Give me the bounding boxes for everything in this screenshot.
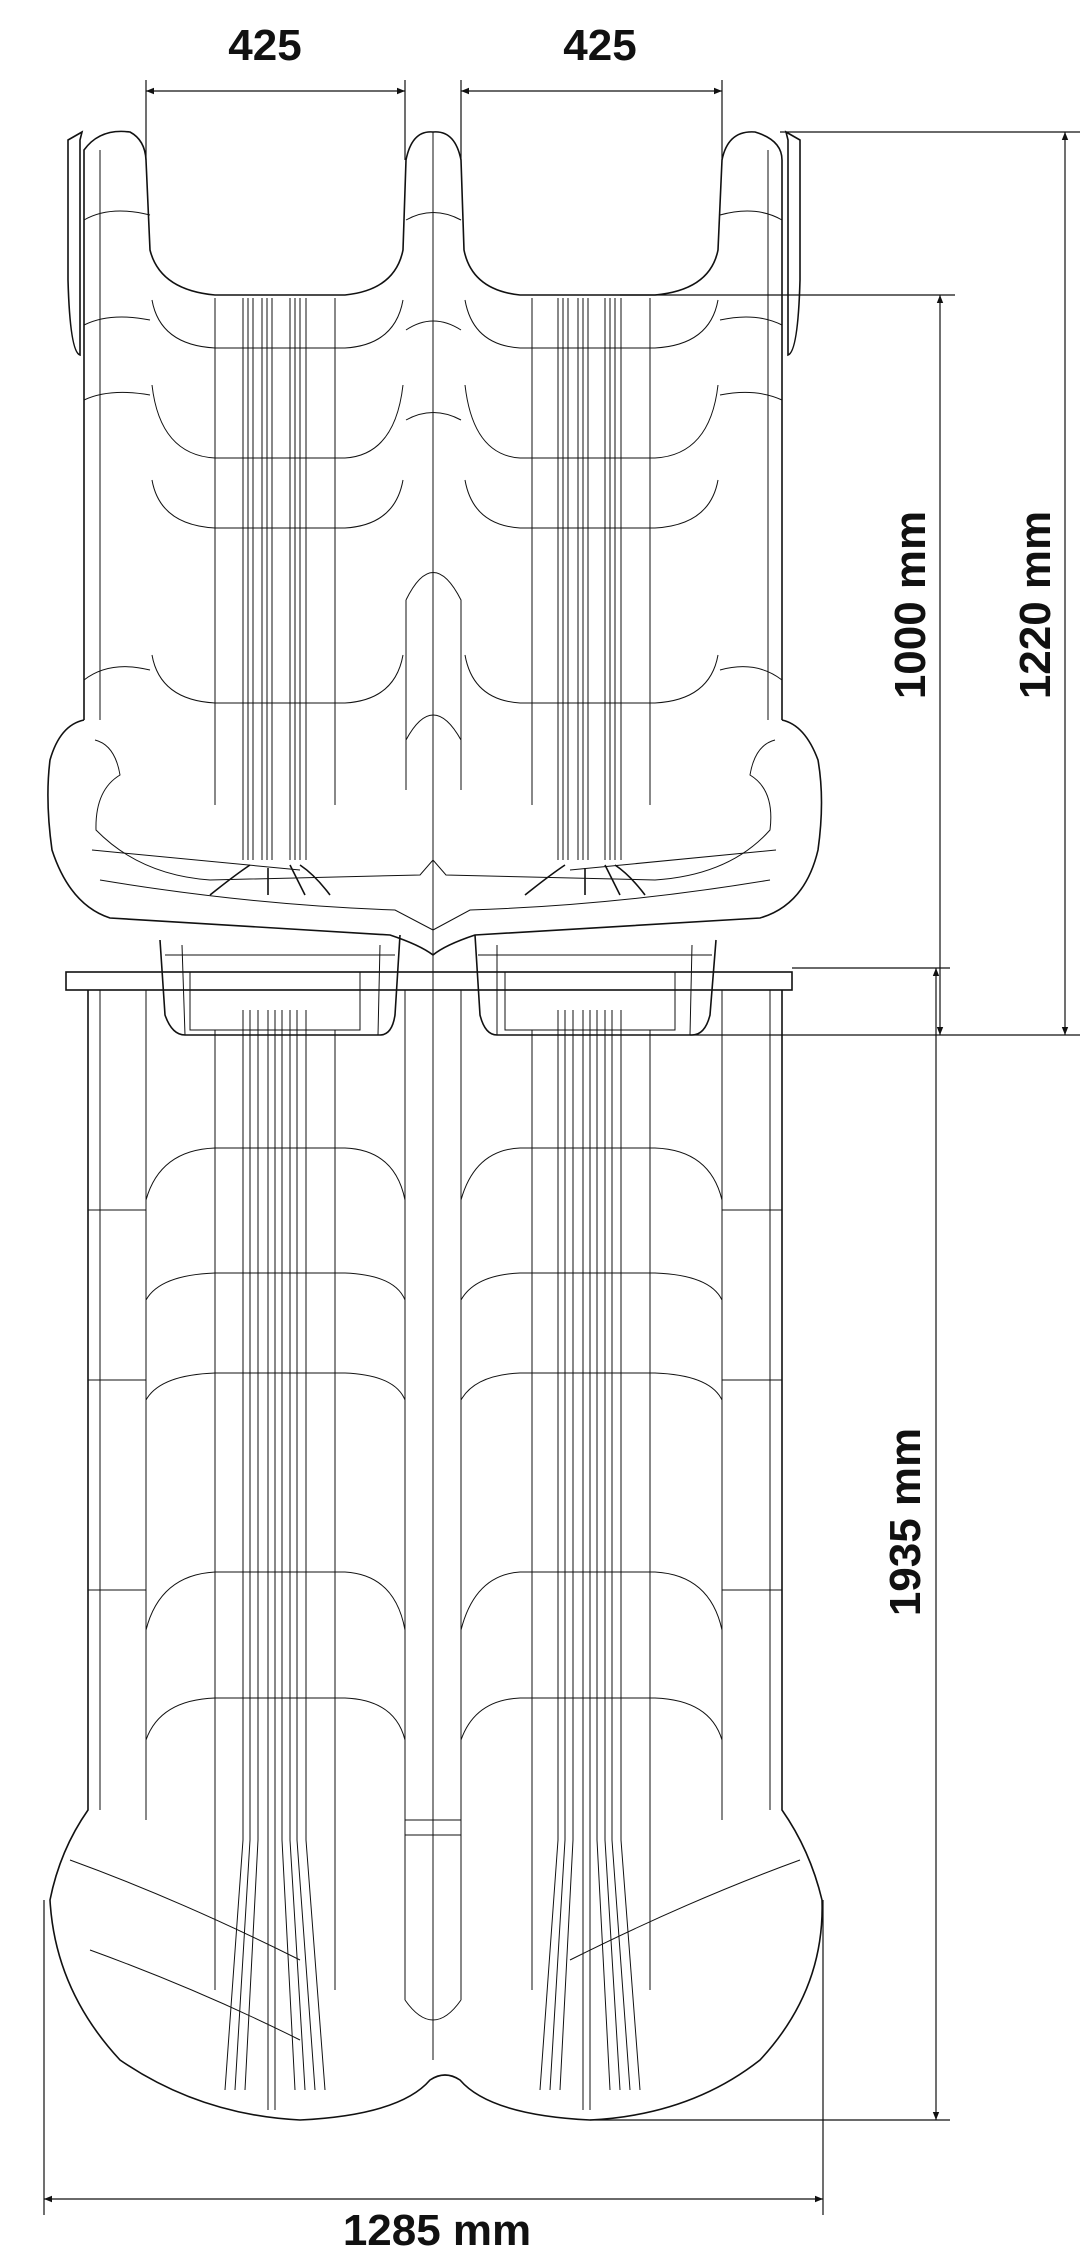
dim-label-length: 1935 mm: [881, 1428, 930, 1616]
front-view: [47, 130, 823, 1036]
dim-label-overall-height: 1220 mm: [1011, 511, 1060, 699]
dim-label-seat-height: 1000 mm: [886, 511, 935, 699]
front-dimensions: 425 425 1000 mm 1220 mm: [145, 21, 1080, 1036]
dim-label-left-seat-width: 425: [228, 21, 301, 70]
top-slats-left: [214, 1010, 336, 2110]
top-dimensions: 1935 mm 1285 mm: [43, 967, 950, 2255]
top-slats-right: [531, 1010, 651, 2110]
top-view: [49, 971, 823, 2121]
dim-label-width: 1285 mm: [343, 2206, 531, 2255]
top-ribs: [69, 1147, 801, 2041]
seat-slats-left: [209, 298, 336, 896]
dim-label-right-seat-width: 425: [563, 21, 636, 70]
seat-slats-right: [524, 298, 651, 896]
